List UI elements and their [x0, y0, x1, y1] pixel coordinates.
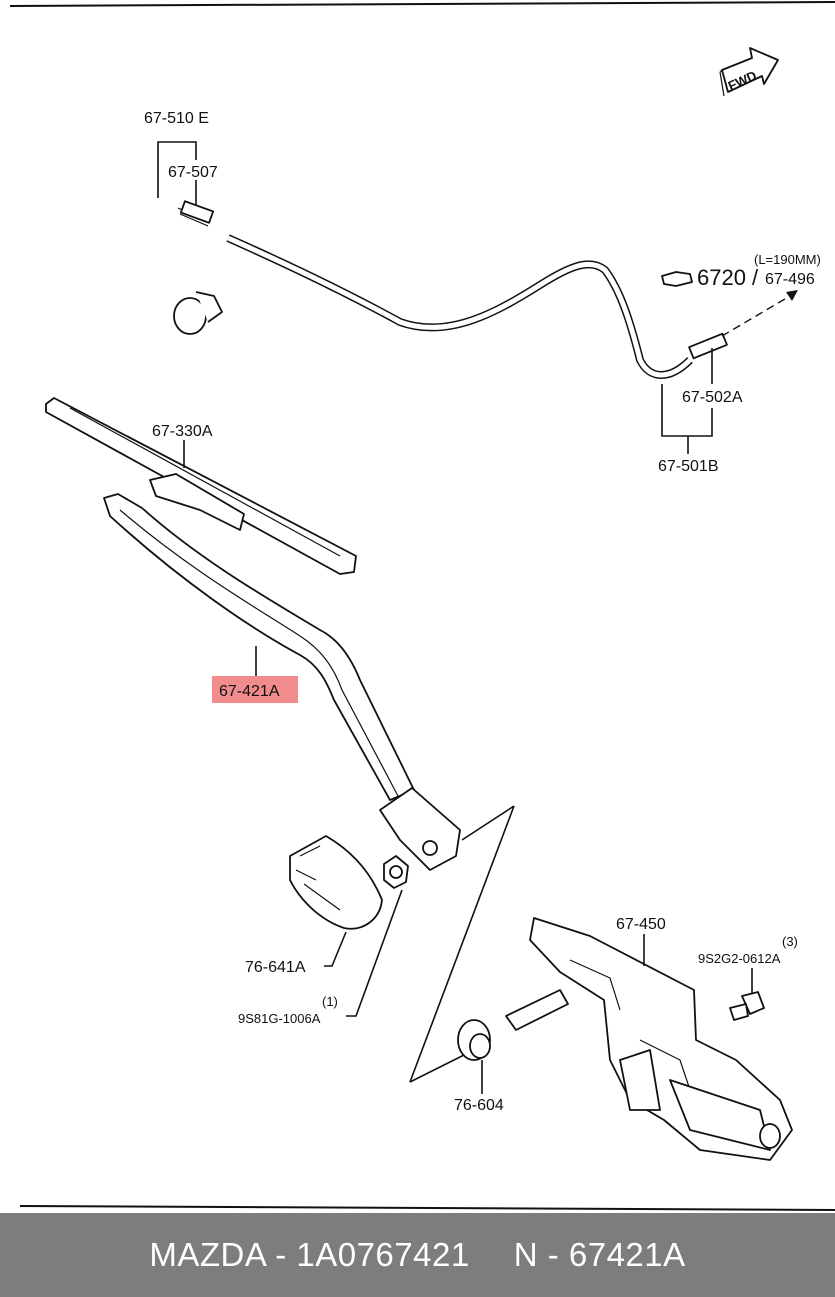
brand-part-number: MAZDA - 1A0767421 [149, 1236, 470, 1273]
pointing-hand-icon [661, 271, 693, 287]
label-76-604: 76-604 [454, 1097, 504, 1114]
label-9s81g: 9S81G-1006A [238, 1011, 321, 1026]
label-length: (L=190MM) [754, 252, 821, 267]
parts-diagram: FWD [9, 1, 835, 1211]
bushing [457, 1019, 491, 1061]
nut [383, 855, 409, 889]
label-slash: / [752, 265, 759, 290]
wiper-motor [505, 917, 793, 1161]
pivot-cap [289, 835, 383, 930]
label-67-501b: 67-501B [658, 458, 719, 475]
bolt [729, 991, 765, 1021]
label-67-496: 67-496 [765, 271, 815, 288]
label-9s2g2: 9S2G2-0612A [698, 951, 781, 966]
label-67-421a: 67-421A [219, 683, 280, 700]
oem-part-number: N - 67421A [513, 1236, 686, 1273]
bottom-border [19, 1205, 835, 1211]
wiper-arm [103, 493, 461, 871]
wiper-blade [45, 397, 357, 575]
part-number-footer: MAZDA - 1A0767421 N - 67421A [0, 1213, 835, 1297]
label-67-510e: 67-510 E [144, 110, 209, 127]
fwd-arrow-icon: FWD [719, 47, 779, 97]
label-67-507: 67-507 [168, 164, 218, 181]
hose-joint [688, 332, 728, 360]
label-bolt-qty: (3) [782, 934, 798, 949]
label-6720: 6720 [697, 265, 746, 290]
leader-lines [157, 141, 753, 1094]
label-76-641a: 76-641A [245, 959, 306, 976]
label-67-330a: 67-330A [152, 423, 213, 440]
label-67-450: 67-450 [616, 916, 666, 933]
label-67-502a: 67-502A [682, 389, 743, 406]
label-nut-qty: (1) [322, 994, 338, 1009]
washer-hose [129, 193, 798, 379]
top-border [9, 1, 835, 7]
jet-connector [179, 200, 215, 224]
highlight-box [212, 676, 298, 703]
